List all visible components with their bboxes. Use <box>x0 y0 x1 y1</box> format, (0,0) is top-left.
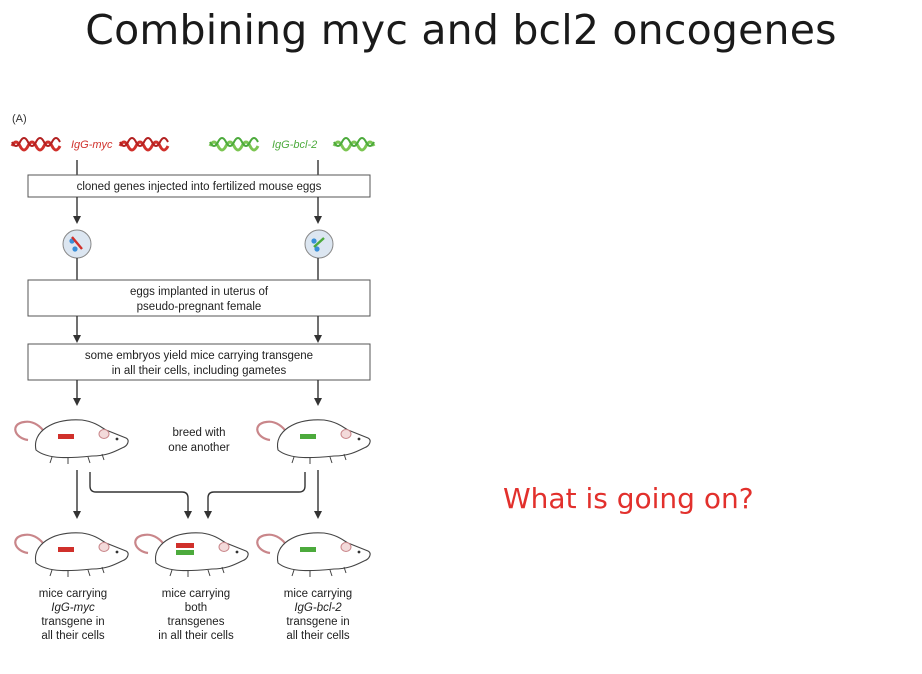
caption-right-line1: mice carrying <box>284 588 352 600</box>
step1-text: cloned genes injected into fertilized mo… <box>77 181 322 193</box>
caption-right-line4: all their cells <box>286 630 350 642</box>
slide-title: Combining myc and bcl2 oncogenes <box>85 6 837 54</box>
question-text: What is going on? <box>503 482 754 515</box>
offspring-mouse-myc <box>14 531 130 579</box>
offspring-mouse-both <box>134 531 250 579</box>
caption-right-line2: IgG-bcl-2 <box>294 602 342 614</box>
caption-left-line1: mice carrying <box>39 588 107 600</box>
step1-box <box>27 174 371 198</box>
breed-text-line1: breed with <box>172 427 225 439</box>
caption-middle-line2: both <box>185 602 207 614</box>
panel-label: (A) <box>12 113 27 125</box>
step2-box <box>27 279 371 317</box>
caption-left-line3: transgene in <box>41 616 104 628</box>
caption-middle-line3: transgenes <box>168 616 225 628</box>
caption-middle-line4: in all their cells <box>158 630 234 642</box>
step2-text-line1: eggs implanted in uterus of <box>130 286 269 298</box>
caption-right-line3: transgene in <box>286 616 349 628</box>
caption-left-line4: all their cells <box>41 630 105 642</box>
caption-left: mice carrying IgG-myc transgene in all t… <box>39 588 107 642</box>
step3-text-line2: in all their cells, including gametes <box>112 365 287 377</box>
fertilized-egg-bcl2 <box>304 229 334 259</box>
gene-left-label: IgG-myc <box>71 139 113 151</box>
transgenic-mouse-diagram: (A) IgG-myc IgG-bcl-2 cloned genes injec… <box>10 113 376 642</box>
step2-text-line2: pseudo-pregnant female <box>137 301 262 313</box>
parent-mouse-bcl2 <box>256 418 372 466</box>
fertilized-egg-myc <box>62 229 92 259</box>
parent-mouse-myc <box>14 418 130 466</box>
step3-box <box>27 343 371 381</box>
breed-text-line2: one another <box>168 442 230 454</box>
step3-text-line1: some embryos yield mice carrying transge… <box>85 350 313 362</box>
caption-right: mice carrying IgG-bcl-2 transgene in all… <box>284 588 352 642</box>
gene-right-label: IgG-bcl-2 <box>272 139 317 151</box>
caption-middle: mice carrying both transgenes in all the… <box>158 588 234 642</box>
caption-middle-line1: mice carrying <box>162 588 230 600</box>
offspring-mouse-bcl2 <box>256 531 372 579</box>
myc-dna-helix <box>10 137 170 152</box>
caption-left-line2: IgG-myc <box>51 602 95 614</box>
bcl2-dna-helix <box>208 137 376 152</box>
